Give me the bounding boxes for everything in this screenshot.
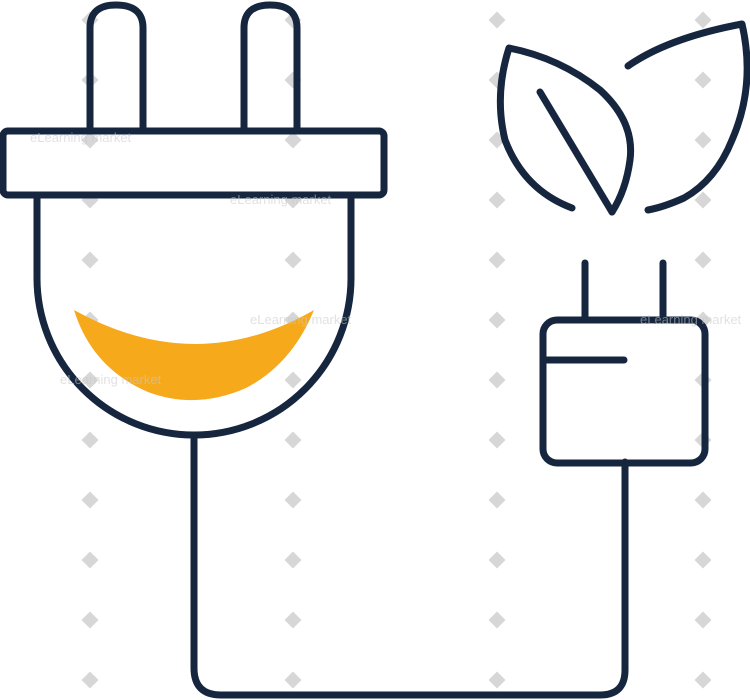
large-plug-prong-left [86, 1, 147, 135]
leaf-vein [536, 88, 616, 216]
smile-icon [74, 310, 314, 401]
watermark-diamond [488, 251, 506, 269]
watermark-diamond [81, 491, 99, 509]
watermark-diamond [694, 251, 712, 269]
watermark-diamond [488, 611, 506, 629]
watermark-diamond [694, 71, 712, 89]
watermark-diamond [81, 551, 99, 569]
leaf-icon [496, 44, 635, 216]
watermark-diamond [81, 431, 99, 449]
watermark-diamond [694, 551, 712, 569]
small-plug-body [539, 316, 709, 467]
watermark-diamond [488, 311, 506, 329]
watermark-diamond [81, 611, 99, 629]
watermark-diamond [81, 671, 99, 689]
large-plug-body [33, 191, 355, 439]
cable-icon [190, 433, 629, 699]
watermark-diamond [284, 491, 302, 509]
watermark-diamond [284, 251, 302, 269]
watermark-diamond [81, 371, 99, 389]
watermark-diamond [694, 11, 712, 29]
watermark-diamond [284, 611, 302, 629]
watermark-diamond [284, 371, 302, 389]
watermark-diamond [488, 431, 506, 449]
small-plug-icon [539, 259, 709, 467]
watermark-diamond [488, 671, 506, 689]
watermark-diamond [488, 491, 506, 509]
watermark-diamond [488, 551, 506, 569]
leaf-icon [624, 20, 750, 214]
large-plug-icon [0, 1, 388, 439]
leaves-group [496, 20, 750, 216]
large-plug-collar [0, 127, 388, 199]
watermark-diamond [488, 191, 506, 209]
watermark-diamond [284, 671, 302, 689]
watermark-diamond [694, 131, 712, 149]
watermark-diamond [284, 551, 302, 569]
watermark-diamond [488, 371, 506, 389]
watermark-diamond [694, 611, 712, 629]
watermark-pattern [81, 11, 712, 689]
watermark-diamond [81, 131, 99, 149]
watermark-diamond [694, 671, 712, 689]
watermark-diamond [284, 131, 302, 149]
watermark-diamond [694, 191, 712, 209]
large-plug-prong-right [240, 1, 301, 135]
watermark-diamond [284, 431, 302, 449]
watermark-diamond [694, 491, 712, 509]
watermark-diamond [488, 11, 506, 29]
watermark-diamond [81, 251, 99, 269]
